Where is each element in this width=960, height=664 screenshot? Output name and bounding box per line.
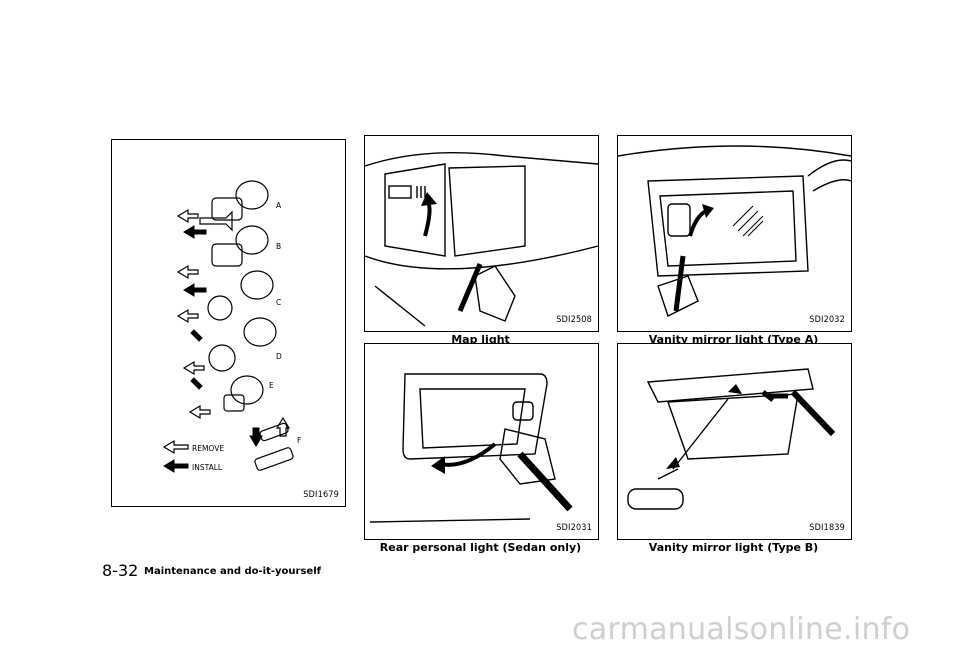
figure-code: SDI2031 <box>556 523 592 533</box>
figure-map-light: SDI2508 <box>364 135 599 332</box>
vanity-b-illustration <box>627 368 836 510</box>
figure-code: SDI2508 <box>556 315 592 325</box>
figure-bulb-types: A B C D E F REMOVE INSTALL SDI1679 <box>111 139 346 507</box>
caption-vanity-a: Vanity mirror light (Type A) <box>648 333 819 346</box>
watermark: carmanualsonline.info <box>572 612 911 647</box>
label-b: B <box>276 242 282 251</box>
figure-code: SDI2032 <box>809 315 845 325</box>
page-number: 8-32 <box>102 561 139 580</box>
rear-personal-illustration <box>369 373 573 523</box>
bulb-types-illustration <box>162 180 294 473</box>
label-f: F <box>297 436 302 445</box>
label-e: E <box>269 381 274 390</box>
figure-vanity-b: SDI1839 <box>617 343 852 540</box>
figure-vanity-a: SDI2032 <box>617 135 852 332</box>
caption-vanity-b: Vanity mirror light (Type B) <box>648 541 819 554</box>
vanity-a-illustration <box>618 145 851 317</box>
section-title: Maintenance and do-it-yourself <box>144 566 321 577</box>
figure-rear-personal: SDI2031 <box>364 343 599 540</box>
figure-code: SDI1679 <box>303 490 339 500</box>
label-c: C <box>276 298 282 307</box>
caption-map-light: Map light <box>451 333 510 346</box>
label-d: D <box>276 352 282 361</box>
label-a: A <box>276 201 282 210</box>
caption-rear-personal: Rear personal light (Sedan only) <box>379 541 582 554</box>
legend-install-label: INSTALL <box>192 463 223 472</box>
figure-code: SDI1839 <box>809 523 845 533</box>
map-light-illustration <box>365 151 598 327</box>
legend-remove-label: REMOVE <box>192 444 225 453</box>
